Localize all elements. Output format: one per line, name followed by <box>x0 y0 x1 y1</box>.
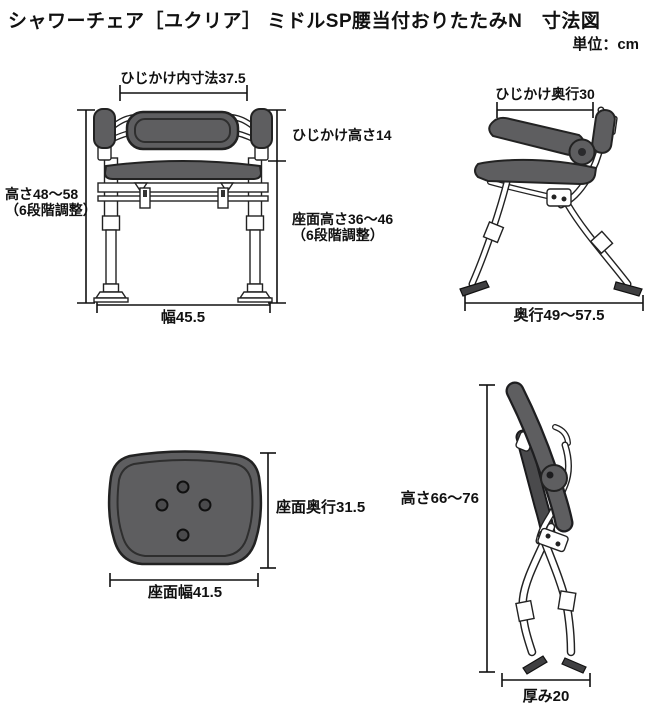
front-height-note: （6段階調整） <box>5 202 97 218</box>
side-rear-leg <box>564 201 643 297</box>
front-backrest <box>125 110 240 151</box>
front-armrest-height-label: ひじかけ高さ14 <box>292 127 392 143</box>
front-height-value: 高さ48～58 <box>5 186 79 202</box>
front-right-armrest <box>250 108 273 161</box>
seat-drain-hole <box>155 498 169 512</box>
folded-thickness-label: 厚み20 <box>522 688 570 705</box>
side-depth-label: 奥行49～57.5 <box>513 307 605 324</box>
seat-top-view-drawing <box>107 450 276 587</box>
side-seat <box>474 158 598 186</box>
folded-height-label: 高さ66～76 <box>400 490 479 507</box>
front-armrest-inner-width-label: ひじかけ内寸法37.5 <box>120 70 246 86</box>
folded-dimension-lines <box>479 384 591 687</box>
page-title: シャワーチェア［ユクリア］ ミドルSP腰当付おりたたみN 寸法図 <box>8 11 601 32</box>
unit-label: 単位：cm <box>572 36 639 53</box>
folded-pivot <box>540 464 568 492</box>
side-armrest-pivot <box>578 148 586 156</box>
folded-left-leg <box>515 522 556 675</box>
front-width-label: 幅45.5 <box>160 309 206 326</box>
seat-drain-hole <box>198 498 212 512</box>
folded-right-leg <box>537 530 587 674</box>
side-hinge-plate <box>546 188 572 207</box>
seat-drain-hole <box>176 480 190 494</box>
seat-depth-label: 座面奥行31.5 <box>276 499 366 516</box>
seat-surface <box>107 450 263 566</box>
front-left-clamp <box>143 190 147 197</box>
front-seat <box>103 160 263 180</box>
side-view-drawing <box>459 102 644 311</box>
folded-view-drawing <box>479 381 591 687</box>
front-height-label: 高さ48～58 （6段階調整） <box>5 186 97 218</box>
seat-dimension-lines <box>109 452 276 587</box>
folded-hinge-plate <box>537 527 569 553</box>
side-dimension-lines <box>464 102 644 311</box>
front-underseat-frame <box>97 182 269 209</box>
front-left-armrest <box>93 108 116 161</box>
side-backrest <box>591 108 616 154</box>
side-armrest <box>488 116 596 166</box>
seat-width-label: 座面幅41.5 <box>147 584 223 601</box>
front-view-drawing <box>77 85 286 313</box>
side-front-leg <box>459 174 512 297</box>
front-seat-height-note: （6段階調整） <box>292 227 384 243</box>
front-right-clamp <box>221 190 225 197</box>
front-seat-height-value: 座面高さ36～46 <box>292 211 394 227</box>
front-seat-height-label: 座面高さ36～46 （6段階調整） <box>292 211 393 243</box>
seat-drain-hole <box>176 528 190 542</box>
side-armrest-depth-label: ひじかけ奥行30 <box>495 86 595 102</box>
